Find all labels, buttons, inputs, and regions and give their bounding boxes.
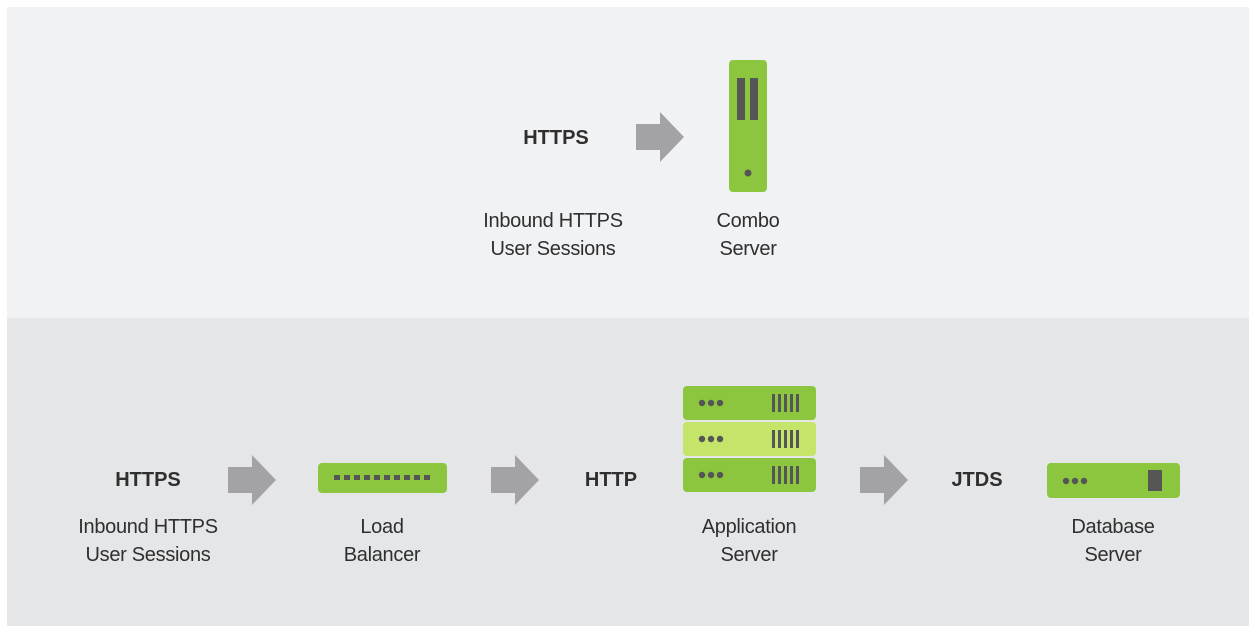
caption-line: Server: [719, 238, 777, 260]
caption-line: Balancer: [343, 544, 421, 566]
bottom-protocol-jtds-label: JTDS: [951, 469, 1003, 491]
database-server-caption: Database Server: [1071, 513, 1155, 569]
caption-line: User Sessions: [490, 238, 616, 260]
application-server-caption: Application Server: [702, 513, 797, 569]
caption-line: Application: [701, 516, 797, 538]
caption-line: Server: [1084, 544, 1142, 566]
top-source-caption: Inbound HTTPS User Sessions: [483, 207, 623, 263]
arrow-right-icon: [228, 455, 276, 505]
arrow-right-icon: [636, 112, 684, 162]
caption-line: Inbound HTTPS: [483, 210, 623, 232]
caption-line: User Sessions: [85, 544, 211, 566]
load-balancer-caption: Load Balancer: [344, 513, 421, 569]
single-server-panel: [7, 7, 1249, 318]
arrow-right-icon: [860, 455, 908, 505]
database-server-icon: [1047, 463, 1180, 498]
caption-line: Combo: [716, 210, 780, 232]
combo-server-caption: Combo Server: [717, 207, 780, 263]
tower-server-icon: [729, 60, 767, 192]
caption-line: Inbound HTTPS: [78, 516, 218, 538]
bottom-protocol-http-label: HTTP: [584, 469, 638, 491]
caption-line: Server: [720, 544, 778, 566]
bottom-source-caption: Inbound HTTPS User Sessions: [78, 513, 218, 569]
multi-server-panel: [7, 318, 1249, 626]
load-balancer-icon: [318, 463, 447, 493]
caption-line: Database: [1071, 516, 1155, 538]
rack-server-stack-icon: [683, 386, 816, 492]
arrow-right-icon: [491, 455, 539, 505]
top-protocol-label: HTTPS: [523, 127, 589, 149]
caption-line: Load: [360, 516, 404, 538]
bottom-protocol-https-label: HTTPS: [115, 469, 181, 491]
